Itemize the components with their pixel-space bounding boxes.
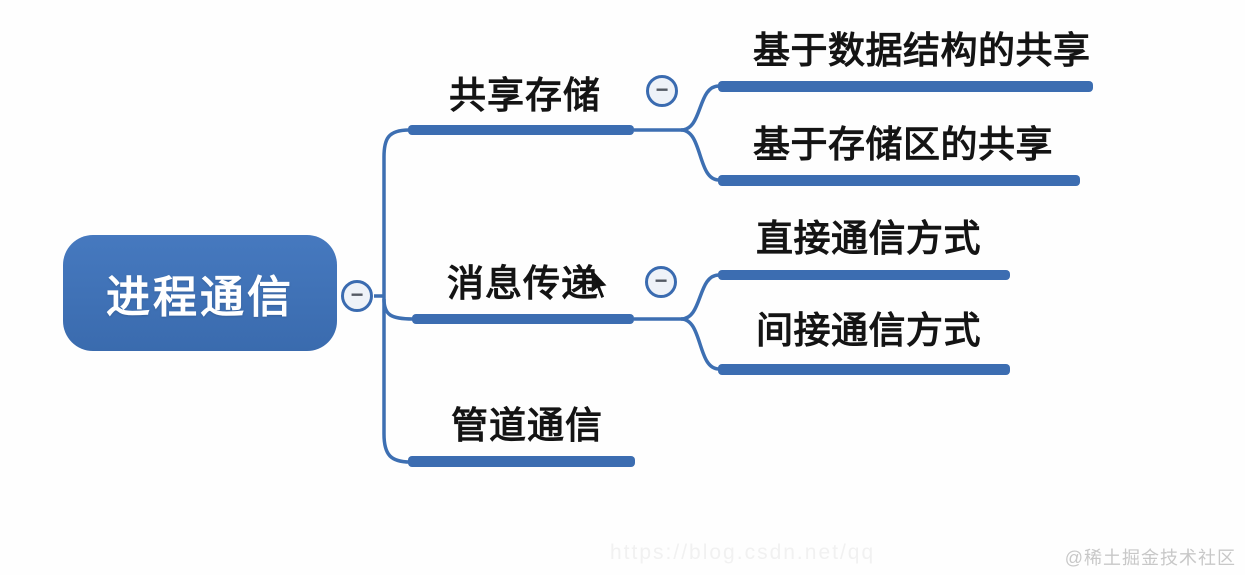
underline-direct-communication bbox=[718, 270, 1010, 280]
root-topic-label: 进程通信 bbox=[106, 273, 294, 322]
branch-connector-lines bbox=[374, 84, 720, 464]
branch1-fork-up bbox=[680, 84, 720, 132]
branch2-fork-down bbox=[680, 317, 720, 371]
branch1-fork-down bbox=[680, 128, 720, 182]
topic-message-passing[interactable]: 消息传递 bbox=[447, 263, 599, 304]
trunk-line bbox=[382, 128, 411, 464]
topic-storage-area-sharing[interactable]: 基于存储区的共享 bbox=[753, 124, 1053, 165]
juejin-watermark: @稀土掘金技术社区 bbox=[1064, 548, 1236, 568]
collapse-button-shared-storage[interactable]: − bbox=[646, 75, 678, 107]
underline-pipe-communication bbox=[408, 456, 635, 467]
topic-direct-communication[interactable]: 直接通信方式 bbox=[756, 218, 981, 259]
topic-pipe-communication[interactable]: 管道通信 bbox=[451, 405, 603, 446]
trunk-middle-stub bbox=[382, 298, 414, 321]
underline-message-passing bbox=[412, 314, 634, 324]
collapse-button-message-passing[interactable]: − bbox=[645, 266, 677, 298]
collapse-button-root[interactable]: − bbox=[341, 280, 373, 312]
branch2-fork-up bbox=[680, 273, 720, 321]
topic-indirect-communication[interactable]: 间接通信方式 bbox=[756, 310, 981, 351]
underline-storage-area-sharing bbox=[718, 175, 1080, 186]
underline-indirect-communication bbox=[718, 364, 1010, 375]
underline-shared-storage bbox=[408, 125, 634, 135]
underline-data-structure-sharing bbox=[718, 81, 1093, 92]
faint-url-watermark: https://blog.csdn.net/qq bbox=[610, 541, 876, 564]
topic-shared-storage[interactable]: 共享存储 bbox=[449, 75, 601, 116]
minus-icon: − bbox=[654, 268, 668, 293]
root-topic-node[interactable]: 进程通信 bbox=[63, 235, 337, 351]
topic-data-structure-sharing[interactable]: 基于数据结构的共享 bbox=[753, 30, 1091, 71]
mouse-cursor-icon bbox=[590, 266, 610, 301]
minus-icon: − bbox=[655, 77, 669, 102]
minus-icon: − bbox=[350, 282, 364, 307]
topic-underline-bars bbox=[408, 81, 1093, 467]
